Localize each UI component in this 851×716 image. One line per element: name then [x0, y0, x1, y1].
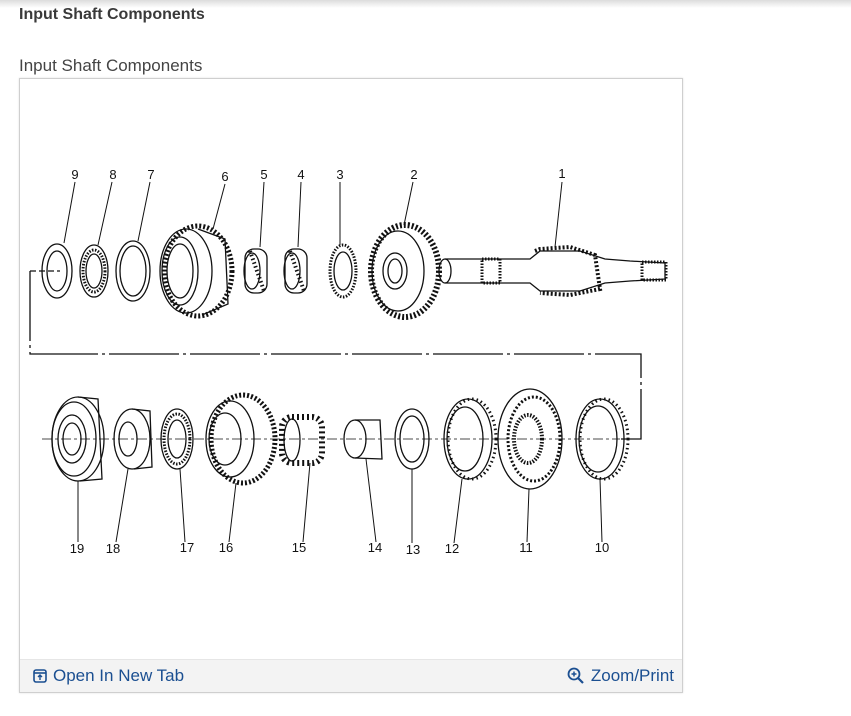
- part-19-bearing: [51, 396, 105, 482]
- callout-18: 18: [106, 541, 120, 556]
- callout-4: 4: [297, 167, 304, 182]
- leader-lines-top: [63, 181, 563, 248]
- open-new-tab-icon: [33, 669, 47, 683]
- leader-lines-bottom: [77, 458, 603, 544]
- callout-10: 10: [595, 540, 609, 555]
- callout-6: 6: [221, 169, 228, 184]
- callout-9: 9: [71, 167, 78, 182]
- callout-5: 5: [260, 167, 267, 182]
- callout-7: 7: [147, 167, 154, 182]
- callout-19: 19: [70, 541, 84, 556]
- figure-caption: Input Shaft Components: [19, 56, 203, 75]
- part-11-synchronizer: [497, 388, 563, 490]
- part-7-blocker-ring: [115, 240, 151, 302]
- open-in-new-tab-link[interactable]: Open In New Tab: [33, 666, 184, 686]
- part-2-gear: [368, 222, 442, 320]
- part-14-sleeve: [343, 419, 383, 460]
- part-9-washer: [41, 243, 73, 299]
- zoom-print-label: Zoom/Print: [590, 666, 674, 685]
- part-1-input-shaft: [438, 244, 668, 298]
- part-15-needle-bearing: [279, 414, 325, 466]
- callout-13: 13: [406, 542, 420, 557]
- part-8-thrust-bearing: [79, 244, 109, 298]
- callout-17: 17: [180, 540, 194, 555]
- page-title: Input Shaft Components: [19, 6, 205, 23]
- zoom-magnifier-icon: [567, 667, 584, 684]
- callout-15: 15: [292, 540, 306, 555]
- centerline-path: [29, 271, 642, 440]
- callout-1: 1: [558, 166, 565, 181]
- callout-12: 12: [445, 541, 459, 556]
- top-shadow: [0, 0, 851, 8]
- part-6-gear: [159, 223, 235, 319]
- part-16-gear: [205, 392, 278, 486]
- part-5-needle-bearing: [243, 248, 268, 294]
- open-in-new-tab-label: Open In New Tab: [53, 666, 185, 685]
- callout-8: 8: [109, 167, 116, 182]
- part-18-washer: [113, 408, 153, 470]
- part-17-thrust-bearing: [160, 408, 194, 470]
- callout-2: 2: [410, 167, 417, 182]
- callout-16: 16: [219, 540, 233, 555]
- zoom-print-link[interactable]: Zoom/Print: [567, 666, 674, 686]
- input-shaft-diagram[interactable]: 9 8 7 6 5 4 3 2 1 19 18 17 16 15 14 13 1…: [20, 79, 682, 659]
- figure-frame: 9 8 7 6 5 4 3 2 1 19 18 17 16 15 14 13 1…: [19, 78, 683, 693]
- callout-3: 3: [336, 167, 343, 182]
- figure-footer: Open In New Tab Zoom/Print: [20, 659, 682, 692]
- callout-14: 14: [368, 540, 382, 555]
- callout-11: 11: [519, 540, 533, 555]
- part-3-thrust-bearing: [328, 243, 358, 299]
- part-12-synchro-ring: [443, 397, 498, 481]
- part-4-needle-bearing: [283, 248, 308, 294]
